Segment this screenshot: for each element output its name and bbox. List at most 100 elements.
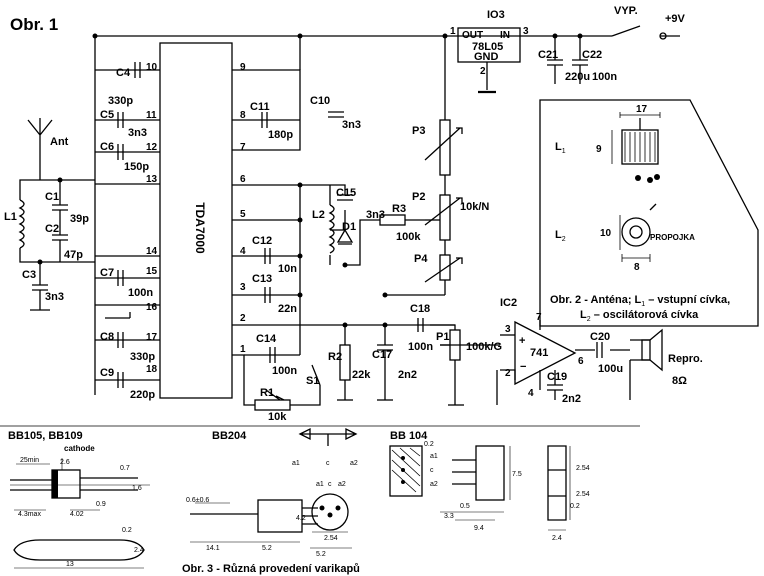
c15-ref: C15 [336, 187, 356, 199]
pin-label: 7 [240, 142, 246, 153]
fig2-dim: 9 [596, 144, 602, 155]
dim: 4.02 [70, 511, 84, 518]
cathode-label: cathode [64, 444, 95, 453]
pin-label: 14 [146, 246, 158, 257]
fig1-title: Obr. 1 [10, 15, 58, 34]
fig2-l1: L1 [555, 141, 566, 155]
a1-top: a1 [316, 481, 324, 488]
r2-ref: R2 [328, 351, 342, 363]
pin-label: 3 [240, 282, 246, 293]
dim: 0.2 [570, 503, 580, 510]
dim: 0.9 [96, 501, 106, 508]
bb104-a2: a2 [430, 481, 438, 488]
fig2-caption-1: Obr. 2 - Anténa; L1 – vstupní cívka, [550, 294, 730, 308]
r1-val: 10k [268, 411, 287, 423]
pin-label: 13 [146, 174, 158, 185]
c14-val: 100n [272, 365, 297, 377]
c10-val: 3n3 [342, 119, 361, 131]
ic-tda7000-label: TDA7000 [193, 202, 207, 254]
c11-ref: C11 [250, 101, 270, 113]
right-capacitors: C11 180p C10 3n3 C12 10n C13 22n C14 100… [250, 95, 361, 377]
c19-val: 2n2 [562, 393, 581, 405]
c1-ref: C1 [45, 191, 59, 203]
p4-label: P4 [414, 253, 428, 265]
pin-label: 9 [240, 62, 246, 73]
fig2-dim: 8 [634, 262, 640, 273]
pin-label: 17 [146, 332, 158, 343]
dim: 4.3max [18, 511, 41, 518]
bb104-c: c [430, 467, 434, 474]
r3-ref: R3 [392, 203, 406, 215]
c3-ref: C3 [22, 269, 36, 281]
d1-label: D1 [342, 221, 356, 233]
pin-label: 5 [240, 209, 246, 220]
pin-label: 6 [240, 174, 246, 185]
c13-val: 22n [278, 303, 297, 315]
c-top: c [328, 481, 332, 488]
c18-ref: C18 [410, 303, 430, 315]
dim: 2.4 [552, 535, 562, 542]
fig2-pojka: PROPOJKA [650, 233, 695, 242]
c6-ref: C6 [100, 141, 114, 153]
c1-val: 39p [70, 213, 89, 225]
c6-val: 150p [124, 161, 149, 173]
c17-val: 2n2 [398, 369, 417, 381]
c2-val: 47p [64, 249, 83, 261]
dim: 1.6 [132, 485, 142, 492]
dim: 0.5 [460, 503, 470, 510]
dim: 25min [20, 457, 39, 464]
dim: 0.2 [424, 441, 434, 448]
op-pin: 2 [505, 368, 511, 379]
c3-val: 3n3 [45, 291, 64, 303]
c22-val: 100n [592, 71, 617, 83]
dim: 3.3 [444, 513, 454, 520]
dim: 7.5 [512, 471, 522, 478]
p2-ref: P2 [412, 191, 425, 203]
c8-ref: C8 [100, 331, 114, 343]
op-pin: 4 [528, 388, 534, 399]
fig2-caption-2: L2 – oscilátorová cívka [580, 309, 699, 323]
junction-dots [37, 33, 583, 328]
fig3-caption: Obr. 3 - Různá provedení varikapů [182, 563, 360, 575]
a2-top: a2 [338, 481, 346, 488]
c9-val: 220p [130, 389, 155, 401]
repro-ohm: 8Ω [672, 375, 687, 387]
pin-label: 18 [146, 364, 158, 375]
io3-gnd: GND [474, 51, 499, 63]
pin-label: 12 [146, 142, 158, 153]
left-capacitors: C4 330p C5 3n3 C6 150p C7 100n C8 330p C… [100, 62, 155, 401]
io3-pin: 2 [480, 66, 486, 77]
dim: 2.54 [324, 535, 338, 542]
p1-val: 100k/G [466, 341, 502, 353]
fig2-dim: 10 [600, 228, 612, 239]
op-pin: 3 [505, 324, 511, 335]
c4-val: 330p [108, 95, 133, 107]
bb104-label: BB 104 [390, 430, 428, 442]
dim: 2.4 [134, 547, 144, 554]
fig3-varicaps: BB105, BB109 cathode 25min 2.6 0.7 1.6 4… [8, 427, 590, 575]
pin-label: 10 [146, 62, 158, 73]
pin-label: 2 [240, 313, 246, 324]
dim: 0.7 [120, 465, 130, 472]
p2-val: 10k/N [460, 201, 489, 213]
dim: 13 [66, 561, 74, 568]
ic2-ref: IC2 [500, 297, 517, 309]
dim: 14.1 [206, 545, 220, 552]
supply-label: +9V [665, 13, 686, 25]
c11-val: 180p [268, 129, 293, 141]
bb105-label: BB105, BB109 [8, 430, 83, 442]
c7-val: 100n [128, 287, 153, 299]
c17-ref: C17 [372, 349, 392, 361]
pin-label: 8 [240, 110, 246, 121]
fig2-dim: 17 [636, 104, 648, 115]
op-pin: 6 [578, 356, 584, 367]
c2-ref: C2 [45, 223, 59, 235]
tuning-pots: P3 P2 10k/N P4 [412, 119, 489, 283]
repro-label: Repro. [668, 353, 703, 365]
io3-out: OUT [462, 30, 483, 41]
io3-pin: 3 [523, 26, 529, 37]
dim: 2.54 [576, 465, 590, 472]
c14-ref: C14 [256, 333, 277, 345]
oscillator-section: L2 C15 3n3 D1 R3 100k [312, 187, 421, 254]
